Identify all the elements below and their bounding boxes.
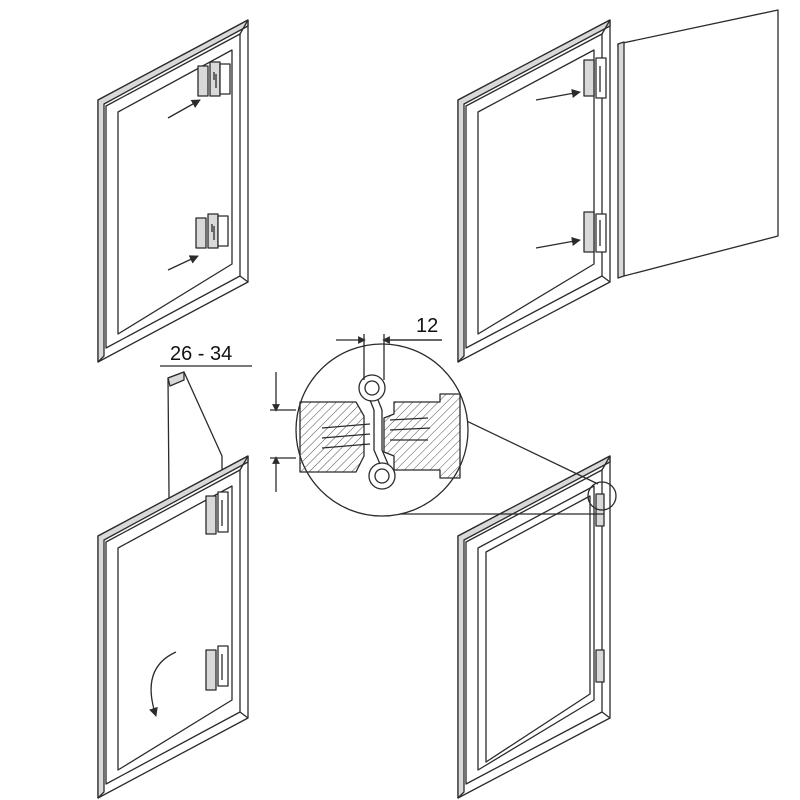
step2-door-leaf (617, 9, 779, 279)
step2-hinge-bottom (583, 211, 607, 253)
dimension-label-clearance: 12 (416, 315, 438, 337)
step2-arrow-top (535, 88, 581, 101)
step2-arrow-bottom (535, 236, 581, 249)
step1-hinge-top (197, 61, 231, 97)
step4-frame (457, 455, 611, 799)
dimension-label-thickness: 26 - 34 (170, 343, 232, 365)
step3-swing-arrow (149, 651, 177, 717)
step2-frame (457, 19, 611, 363)
step3-hinge-bottom (205, 645, 229, 691)
step4-detail-marker (587, 481, 617, 511)
step1-hinge-bottom (195, 213, 229, 249)
dimension-thickness (160, 365, 296, 492)
step3-hinge-top (205, 491, 229, 535)
dimension-clearance (336, 334, 442, 380)
step2-hinge-top (583, 57, 607, 99)
step4-hinge-bottom (595, 649, 605, 683)
step1-frame (97, 19, 249, 363)
step1-arrow-top (167, 99, 201, 119)
step3-frame (97, 455, 249, 799)
detail-magnifier (295, 343, 469, 517)
step1-arrow-bottom (167, 255, 199, 271)
